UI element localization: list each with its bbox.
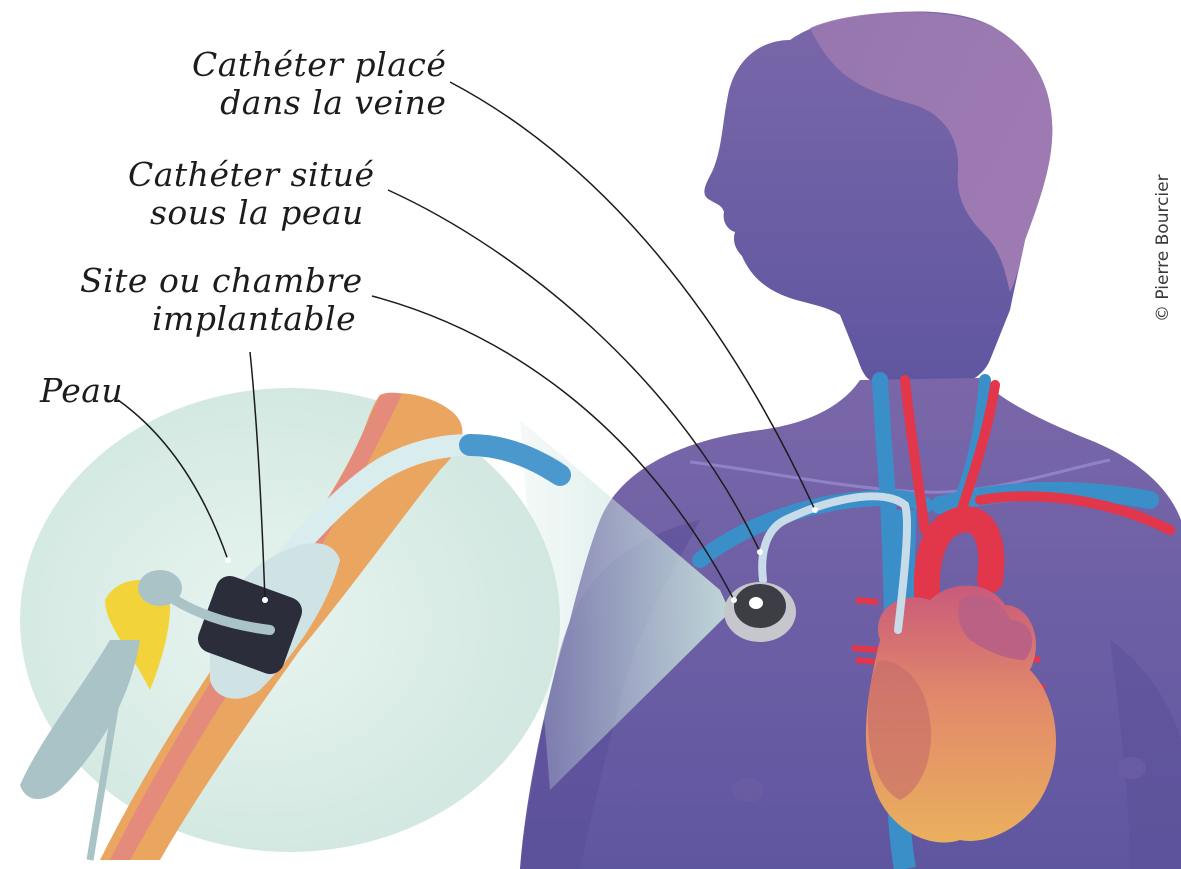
label-skin: Peau: [40, 372, 123, 410]
label-catheter-vein: Cathéter placé dans la veine: [192, 46, 446, 122]
label-catheter-skin-line1: Cathéter situé: [128, 156, 375, 194]
label-catheter-skin: Cathéter situé sous la peau: [128, 156, 375, 232]
photo-credit: © Pierre Bourcier: [1153, 174, 1173, 322]
label-skin-text: Peau: [40, 372, 123, 410]
label-port-site: Site ou chambre implantable: [80, 262, 363, 338]
label-port-site-line2: implantable: [80, 300, 363, 338]
label-catheter-vein-line2: dans la veine: [192, 84, 446, 122]
heart: [866, 586, 1056, 843]
label-catheter-vein-line1: Cathéter placé: [192, 46, 446, 84]
label-port-site-line1: Site ou chambre: [80, 262, 363, 300]
label-catheter-skin-line2: sous la peau: [128, 194, 375, 232]
implanted-port: [724, 582, 796, 642]
